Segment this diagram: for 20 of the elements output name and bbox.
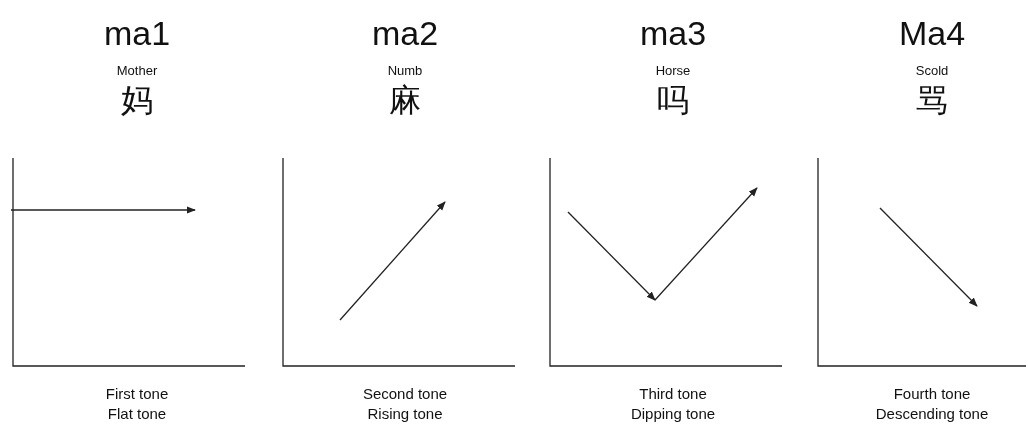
chinese-character: 骂 bbox=[916, 84, 948, 116]
meaning-label: Scold bbox=[915, 64, 949, 77]
syllable-label: ma1 bbox=[103, 16, 171, 50]
tone-name: Fourth tone bbox=[893, 386, 971, 401]
tone-name: Second tone bbox=[362, 386, 448, 401]
meaning-label: Horse bbox=[655, 64, 691, 77]
syllable-label: Ma4 bbox=[898, 16, 966, 50]
tone-description: Descending tone bbox=[875, 406, 989, 421]
chinese-character: 吗 bbox=[657, 84, 689, 116]
tone-name: Third tone bbox=[639, 386, 707, 401]
chinese-character: 妈 bbox=[121, 84, 153, 116]
tone-description: Rising tone bbox=[367, 406, 443, 421]
tone-description: Dipping tone bbox=[630, 406, 716, 421]
syllable-label: ma3 bbox=[639, 16, 707, 50]
tone-name: First tone bbox=[105, 386, 169, 401]
chinese-character: 麻 bbox=[389, 84, 421, 116]
meaning-label: Numb bbox=[387, 64, 423, 77]
syllable-label: ma2 bbox=[371, 16, 439, 50]
tone-description: Flat tone bbox=[107, 406, 167, 421]
meaning-label: Mother bbox=[116, 64, 158, 77]
